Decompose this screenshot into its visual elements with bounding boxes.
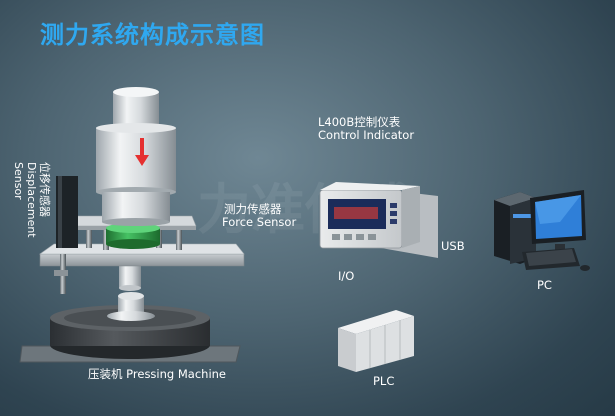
- displacement-sensor: [54, 176, 78, 294]
- pressing-machine: [19, 87, 245, 363]
- displacement-label-en1: Displacement: [25, 162, 38, 238]
- controller-label-en: Control Indicator: [318, 128, 415, 142]
- pc-mouse: [580, 265, 590, 271]
- force-sensor-label-en: Force Sensor: [222, 215, 297, 229]
- control-indicator: [319, 182, 438, 258]
- plc-label: PLC: [373, 374, 395, 388]
- press-cylinder: [96, 128, 176, 192]
- usb-label: USB: [441, 239, 465, 253]
- io-label: I/O: [338, 269, 355, 283]
- plc: [338, 310, 414, 372]
- press-direction-arrow-icon: [135, 138, 149, 166]
- pressing-machine-label: 压装机 Pressing Machine: [88, 367, 226, 381]
- displacement-label-cn: 位移传感器: [38, 162, 51, 217]
- press-main-plate: [39, 253, 245, 267]
- displacement-label-en2: Sensor: [12, 162, 25, 200]
- pc-label: PC: [537, 278, 552, 292]
- force-sensor-label-cn: 测力传感器: [224, 202, 282, 216]
- pc: [494, 190, 590, 271]
- displacement-sensor-label: 位移传感器 Displacement Sensor: [5, 162, 51, 250]
- controller-label-cn: L400B控制仪表: [318, 115, 401, 129]
- page-title: 测力系统构成示意图: [40, 21, 265, 49]
